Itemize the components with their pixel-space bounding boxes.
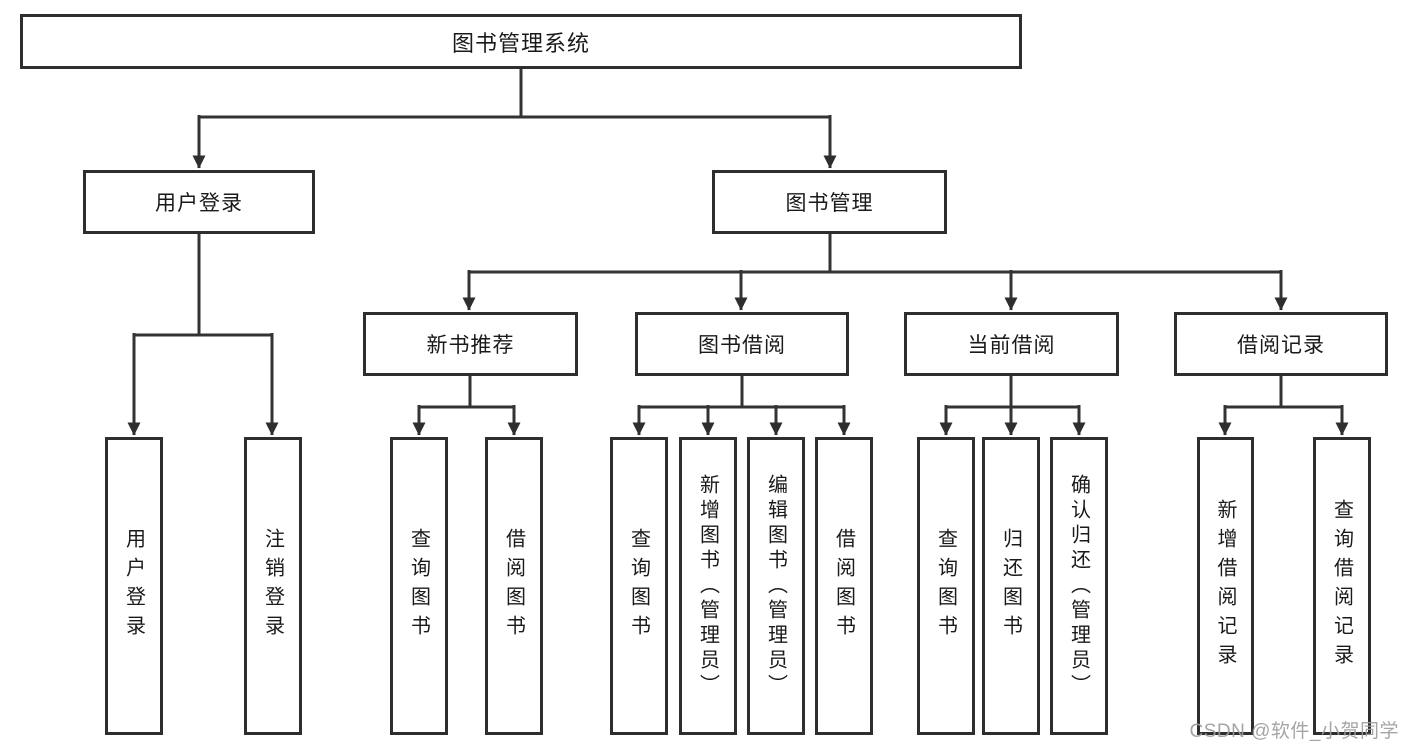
leaf-edit-books-admin-label: 编辑图书（管理员） <box>764 473 787 699</box>
node-current-borrow-label: 当前借阅 <box>967 334 1056 357</box>
leaf-query-borrow-record-label: 查询借阅记录 <box>1330 499 1353 673</box>
node-book-management: 图书管理 <box>712 170 947 234</box>
watermark: CSDN @软件_小贺同学 <box>1189 721 1399 742</box>
leaf-add-borrow-record-label: 新增借阅记录 <box>1214 499 1236 673</box>
leaf-borrow-books: 借阅图书 <box>815 437 873 735</box>
leaf-add-books-admin-label: 新增图书（管理员） <box>696 473 719 699</box>
leaf-query-books-current-label: 查询图书 <box>934 528 957 644</box>
node-borrow-records-label: 借阅记录 <box>1237 334 1325 357</box>
node-root-label: 图书管理系统 <box>451 30 590 56</box>
leaf-add-books-admin: 新增图书（管理员） <box>679 437 737 735</box>
leaf-query-borrow-record: 查询借阅记录 <box>1313 437 1371 735</box>
node-root: 图书管理系统 <box>20 14 1022 69</box>
leaf-borrow-books-label: 借阅图书 <box>832 528 855 644</box>
leaf-return-books-label: 归还图书 <box>999 528 1022 644</box>
leaf-user-login: 用户登录 <box>105 437 163 735</box>
leaf-user-login-label: 用户登录 <box>122 528 145 644</box>
leaf-confirm-return-admin: 确认归还（管理员） <box>1050 437 1108 735</box>
leaf-borrow-books-recommend: 借阅图书 <box>485 437 543 735</box>
node-book-borrow: 图书借阅 <box>635 312 849 376</box>
node-user-login-branch-label: 用户登录 <box>155 192 243 215</box>
leaf-logout-label: 注销登录 <box>261 528 284 644</box>
leaf-query-books-borrow: 查询图书 <box>610 437 668 735</box>
leaf-query-books-recommend: 查询图书 <box>390 437 448 735</box>
leaf-borrow-books-recommend-label: 借阅图书 <box>502 528 525 644</box>
leaf-query-books-borrow-label: 查询图书 <box>627 528 650 644</box>
node-current-borrow: 当前借阅 <box>904 312 1119 376</box>
node-new-book-recommend-label: 新书推荐 <box>426 334 515 357</box>
node-user-login-branch: 用户登录 <box>83 170 315 234</box>
leaf-edit-books-admin: 编辑图书（管理员） <box>747 437 805 735</box>
node-borrow-records: 借阅记录 <box>1174 312 1388 376</box>
node-book-borrow-label: 图书借阅 <box>698 334 786 357</box>
leaf-add-borrow-record: 新增借阅记录 <box>1197 437 1254 735</box>
leaf-query-books-current: 查询图书 <box>917 437 975 735</box>
leaf-return-books: 归还图书 <box>982 437 1040 735</box>
leaf-query-books-recommend-label: 查询图书 <box>407 528 430 644</box>
node-book-management-label: 图书管理 <box>785 192 874 215</box>
leaf-logout: 注销登录 <box>244 437 302 735</box>
leaf-confirm-return-admin-label: 确认归还（管理员） <box>1067 473 1090 699</box>
node-new-book-recommend: 新书推荐 <box>363 312 578 376</box>
